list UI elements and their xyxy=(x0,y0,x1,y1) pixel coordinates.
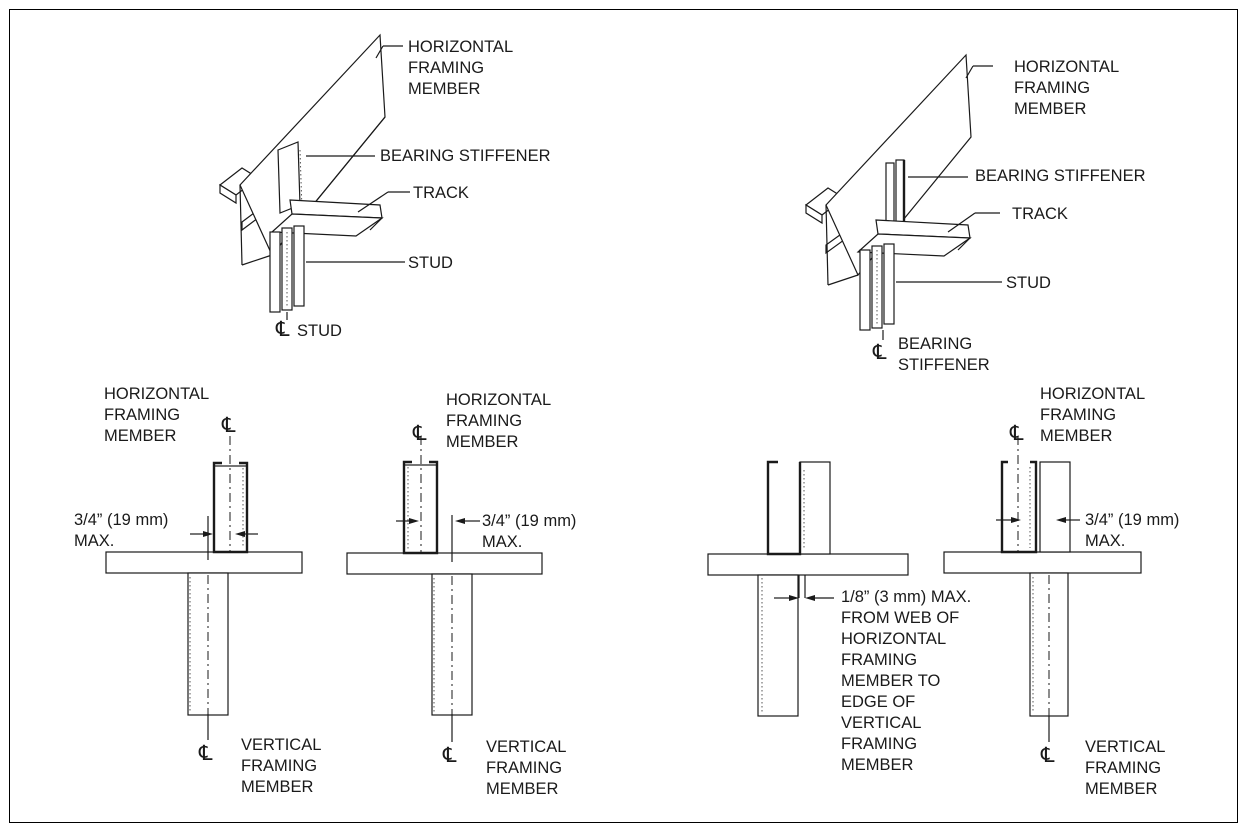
label-line: MAX. xyxy=(1085,532,1125,550)
stud-left-a xyxy=(269,231,281,313)
label-line: MEMBER xyxy=(104,427,177,445)
label-track-1: TRACK xyxy=(413,184,469,202)
label-line: MEMBER xyxy=(1014,100,1087,118)
label-line: VERTICAL xyxy=(486,738,566,756)
label-line: MAX. xyxy=(482,533,522,551)
drawing-frame xyxy=(9,9,1238,823)
centerline-symbol: ℄ xyxy=(412,422,427,445)
label-dim-3-4-left: 3/4” (19 mm) MAX. xyxy=(74,511,168,550)
label-line: VERTICAL xyxy=(841,714,921,732)
centerline-symbol: ℄ xyxy=(1040,744,1055,767)
label-stud-1: STUD xyxy=(408,254,453,272)
label-horizontal-framing-member-5: HORIZONTAL FRAMING MEMBER xyxy=(1040,385,1145,445)
section-detail-1 xyxy=(105,436,303,740)
centerline-symbol: ℄ xyxy=(275,318,290,341)
stud-right-a xyxy=(859,249,871,331)
label-line: HORIZONTAL xyxy=(408,38,513,56)
label-line: 3/4” (19 mm) xyxy=(1085,511,1179,529)
label-stud-2: STUD xyxy=(1006,274,1051,292)
label-dim-3-4-right: 3/4” (19 mm) MAX. xyxy=(1085,511,1179,550)
section-detail-4 xyxy=(943,436,1142,742)
centerline-symbol: ℄ xyxy=(872,341,887,364)
label-cl-bearing-stiffener: BEARING STIFFENER xyxy=(898,335,990,374)
label-line: FRAMING xyxy=(486,759,562,777)
label-bearing-stiffener-1: BEARING STIFFENER xyxy=(380,147,551,165)
label-line: EDGE OF xyxy=(841,693,915,711)
centerline-symbol: ℄ xyxy=(1009,422,1024,445)
labels: HORIZONTAL FRAMING MEMBER BEARING STIFFENE… xyxy=(74,38,1179,798)
centerline-symbol: ℄ xyxy=(198,742,213,765)
label-line: 3/4” (19 mm) xyxy=(74,511,168,529)
label-horizontal-framing-member-3: HORIZONTAL FRAMING MEMBER xyxy=(104,385,209,445)
label-vertical-framing-member-3: VERTICAL FRAMING MEMBER xyxy=(1085,738,1165,798)
label-line: FRAMING xyxy=(104,406,180,424)
label-line: BEARING xyxy=(898,335,972,353)
label-vertical-framing-member-1: VERTICAL FRAMING MEMBER xyxy=(241,736,321,796)
label-line: HORIZONTAL xyxy=(104,385,209,403)
label-line: FRAMING xyxy=(241,757,317,775)
label-line: MEMBER xyxy=(486,780,559,798)
label-line: HORIZONTAL xyxy=(841,630,946,648)
label-line: 3/4” (19 mm) xyxy=(482,512,576,530)
label-line: FRAMING xyxy=(1085,759,1161,777)
label-line: FRAMING xyxy=(408,59,484,77)
label-line: MEMBER xyxy=(1085,780,1158,798)
label-line: VERTICAL xyxy=(1085,738,1165,756)
label-line: FRAMING xyxy=(446,412,522,430)
label-line: MEMBER xyxy=(446,433,519,451)
label-horizontal-framing-member-2: HORIZONTAL FRAMING MEMBER xyxy=(1014,58,1119,118)
centerline-symbol: ℄ xyxy=(221,414,236,437)
label-bearing-stiffener-2: BEARING STIFFENER xyxy=(975,167,1146,185)
label-vertical-framing-member-2: VERTICAL FRAMING MEMBER xyxy=(486,738,566,798)
label-dim-3-4-mid: 3/4” (19 mm) MAX. xyxy=(482,512,576,551)
label-line: 1/8” (3 mm) MAX. xyxy=(841,588,971,606)
label-line: FRAMING xyxy=(1040,406,1116,424)
label-cl-stud: STUD xyxy=(297,322,342,340)
label-line: FRAMING xyxy=(1014,79,1090,97)
label-dim-1-8: 1/8” (3 mm) MAX. FROM WEB OF HORIZONTAL FRA… xyxy=(841,588,971,774)
label-line: FRAMING xyxy=(841,735,917,753)
label-line: VERTICAL xyxy=(241,736,321,754)
label-line: MEMBER xyxy=(841,756,914,774)
label-line: FROM WEB OF xyxy=(841,609,959,627)
section-detail-2 xyxy=(346,436,543,742)
centerline-symbol: ℄ xyxy=(442,744,457,767)
label-line: MEMBER TO xyxy=(841,672,940,690)
section-detail-3 xyxy=(707,460,909,717)
label-line: MEMBER xyxy=(408,80,481,98)
label-line: FRAMING xyxy=(841,651,917,669)
label-line: HORIZONTAL xyxy=(1014,58,1119,76)
label-track-2: TRACK xyxy=(1012,205,1068,223)
label-line: HORIZONTAL xyxy=(446,391,551,409)
iso-detail-right xyxy=(804,53,1002,340)
label-horizontal-framing-member-1: HORIZONTAL FRAMING MEMBER xyxy=(408,38,513,98)
label-line: MAX. xyxy=(74,532,114,550)
label-line: STIFFENER xyxy=(898,356,990,374)
label-line: HORIZONTAL xyxy=(1040,385,1145,403)
iso-detail-left xyxy=(218,33,410,320)
label-line: MEMBER xyxy=(1040,427,1113,445)
label-line: MEMBER xyxy=(241,778,314,796)
label-horizontal-framing-member-4: HORIZONTAL FRAMING MEMBER xyxy=(446,391,551,451)
